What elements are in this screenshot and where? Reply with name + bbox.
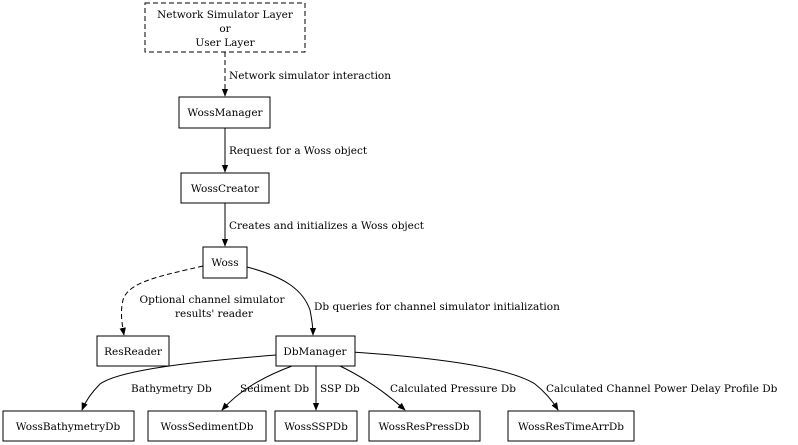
node-woss-manager-label: WossManager [187, 107, 263, 119]
edge-db-to-bathymetry [81, 354, 277, 411]
edge-label-ssp: SSP Db [320, 383, 360, 395]
edge-label-bathymetry: Bathymetry Db [131, 383, 212, 395]
node-top-layer: Network Simulator Layer or User Layer [144, 2, 306, 53]
node-sediment-db: WossSedimentDb [147, 410, 267, 442]
edge-label-sim-interaction: Network simulator interaction [229, 70, 391, 82]
node-res-reader-label: ResReader [104, 346, 163, 358]
edge-label-optional-reader-1: Optional channel simulator [140, 294, 286, 306]
node-top-layer-line-3: User Layer [195, 37, 255, 49]
edge-woss-to-resreader [119, 265, 204, 336]
node-woss-label: Woss [211, 257, 238, 269]
edge-label-power-delay: Calculated Channel Power Delay Profile D… [546, 383, 778, 395]
node-woss-creator-label: WossCreator [191, 183, 260, 195]
node-top-layer-line-2: or [219, 23, 231, 35]
node-woss-manager: WossManager [178, 96, 271, 129]
node-res-press-db-label: WossResPressDb [379, 421, 470, 433]
node-ssp-db-label: WossSSPDb [284, 421, 348, 433]
node-bathymetry-db: WossBathymetryDb [2, 410, 135, 442]
edge-label-optional-reader-2: results' reader [175, 308, 254, 320]
edge-db-to-restimearr [351, 351, 559, 411]
node-top-layer-line-1: Network Simulator Layer [157, 9, 294, 21]
node-res-reader: ResReader [96, 335, 170, 367]
node-res-time-arr-db: WossResTimeArrDb [507, 410, 635, 442]
node-sediment-db-label: WossSedimentDb [161, 421, 254, 433]
edge-label-pressure: Calculated Pressure Db [390, 383, 516, 395]
node-res-press-db: WossResPressDb [368, 410, 481, 442]
edge-label-request-woss: Request for a Woss object [229, 145, 368, 157]
node-db-manager-label: DbManager [283, 346, 347, 358]
edge-label-db-queries: Db queries for channel simulator initial… [314, 301, 560, 313]
edge-woss-to-dbmanager [246, 266, 317, 336]
edge-label-creates-woss: Creates and initializes a Woss object [229, 220, 425, 232]
node-bathymetry-db-label: WossBathymetryDb [16, 421, 121, 433]
node-res-time-arr-db-label: WossResTimeArrDb [518, 421, 624, 433]
edge-label-sediment: Sediment Db [240, 383, 309, 395]
node-woss: Woss [202, 246, 248, 279]
node-ssp-db: WossSSPDb [274, 410, 358, 442]
node-db-manager: DbManager [275, 335, 356, 367]
node-woss-creator: WossCreator [180, 172, 270, 204]
edge-db-to-respress [339, 365, 406, 411]
edge-db-to-sediment [221, 365, 293, 411]
